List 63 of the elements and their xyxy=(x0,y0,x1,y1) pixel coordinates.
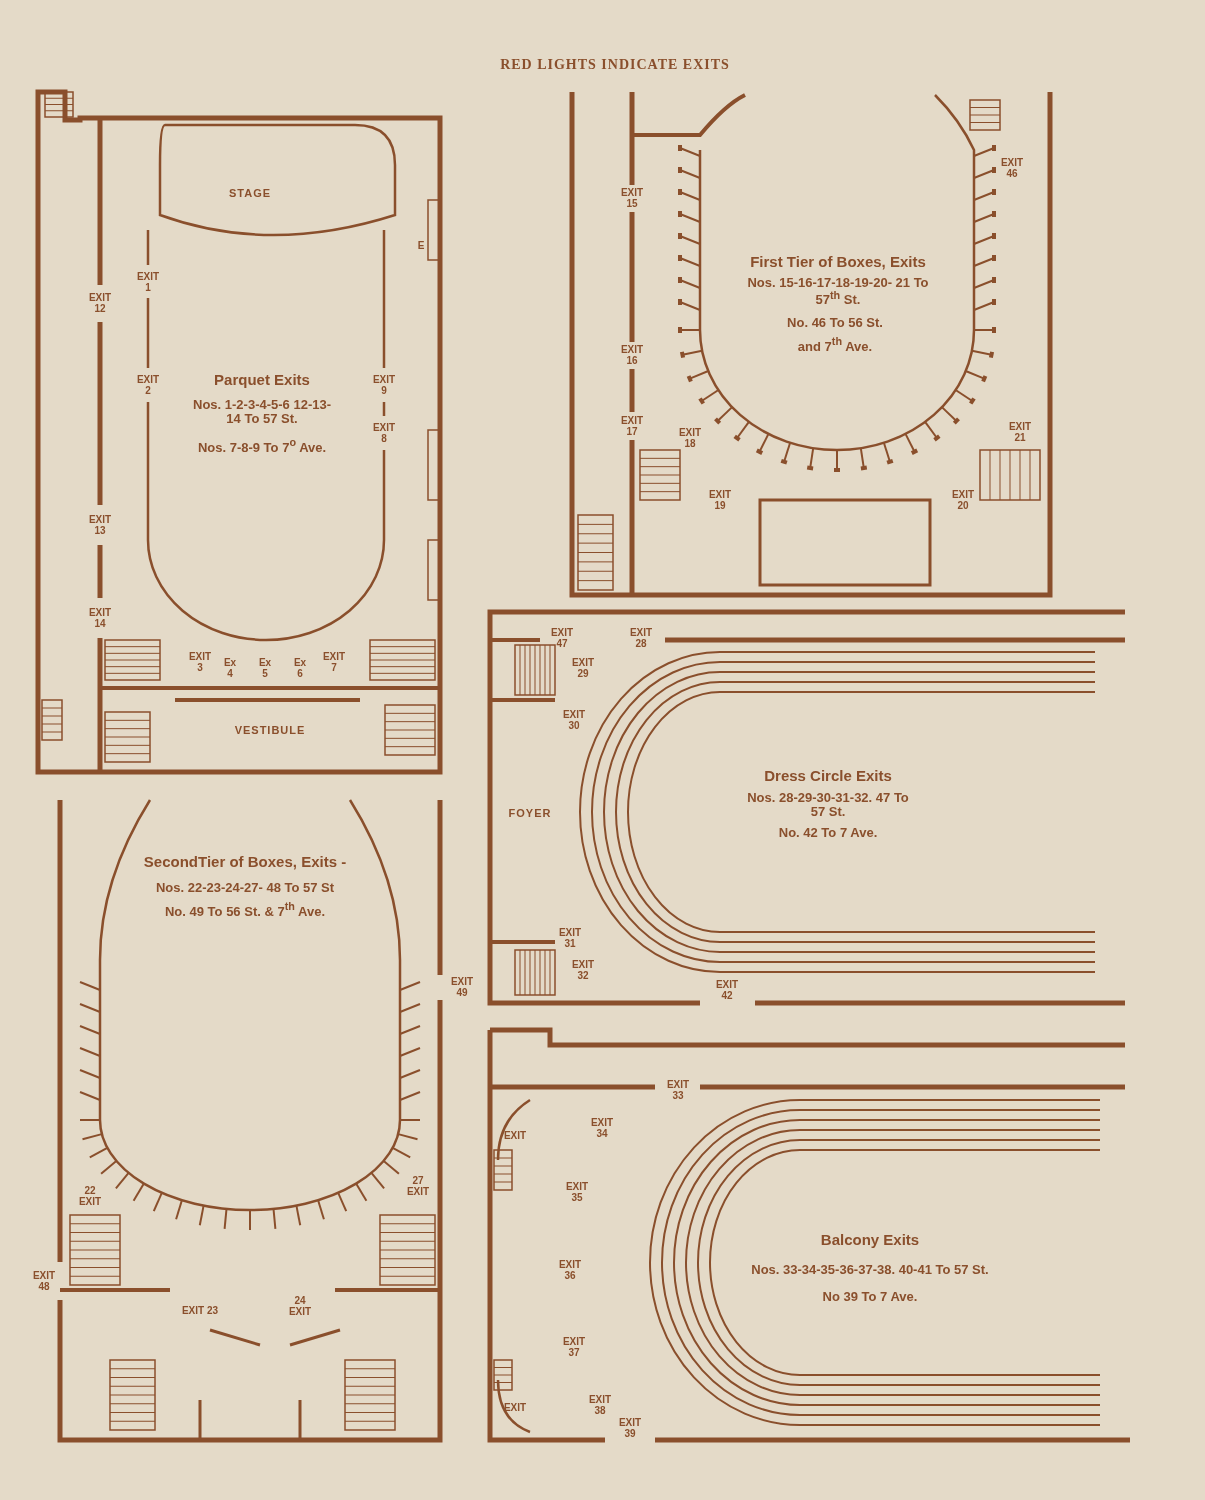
room-label: VESTIBULE xyxy=(234,723,306,737)
exit-label: EXIT 23 xyxy=(181,1304,219,1316)
exit-label: EXIT xyxy=(503,1401,527,1413)
plan-heading: First Tier of Boxes, Exits xyxy=(750,253,926,271)
exit-label: 27 EXIT xyxy=(406,1175,430,1197)
exit-label: EXIT 18 xyxy=(678,427,702,449)
exit-label: EXIT 28 xyxy=(629,627,653,649)
exit-note: Nos. 28-29-30-31-32. 47 To 57 St. xyxy=(746,790,910,820)
exit-label: Ex 4 xyxy=(223,657,237,679)
exit-label: EXIT 21 xyxy=(1008,421,1032,443)
exit-label: E xyxy=(417,239,425,251)
exit-label: EXIT 13 xyxy=(88,514,112,536)
exit-label: EXIT 32 xyxy=(571,959,595,981)
exit-note: No. 46 To 56 St. xyxy=(787,315,883,331)
exit-note: Nos. 22-23-24-27- 48 To 57 St xyxy=(155,880,335,896)
exit-label: Ex 5 xyxy=(258,657,272,679)
exit-label: EXIT 17 xyxy=(620,415,644,437)
exit-label: EXIT 49 xyxy=(450,976,474,998)
exit-label: EXIT 37 xyxy=(562,1336,586,1358)
exit-label: EXIT 12 xyxy=(88,292,112,314)
exit-note: Nos. 7-8-9 To 7$^{o}$ Ave. xyxy=(197,437,327,455)
exit-label: EXIT 33 xyxy=(666,1079,690,1101)
plan-heading: Parquet Exits xyxy=(214,371,310,389)
exit-label: 24 EXIT xyxy=(288,1295,312,1317)
exit-label: EXIT 30 xyxy=(562,709,586,731)
exit-label: EXIT 7 xyxy=(322,651,346,673)
title: RED LIGHTS INDICATE EXITS xyxy=(500,57,730,73)
exit-note: Nos. 33-34-35-36-37-38. 40-41 To 57 St. xyxy=(750,1262,990,1278)
room-label: STAGE xyxy=(228,186,272,200)
exit-note: No. 42 To 7 Ave. xyxy=(778,825,878,841)
exit-label: EXIT 15 xyxy=(620,187,644,209)
plan-heading: Dress Circle Exits xyxy=(764,767,892,785)
exit-label: EXIT 16 xyxy=(620,344,644,366)
exit-label: EXIT 1 xyxy=(136,271,160,293)
exit-label: EXIT 36 xyxy=(558,1259,582,1281)
exit-label: Ex 6 xyxy=(293,657,307,679)
exit-note: No 39 To 7 Ave. xyxy=(822,1289,918,1305)
exit-label: EXIT 2 xyxy=(136,374,160,396)
room-label: FOYER xyxy=(508,806,552,820)
exit-label: EXIT 3 xyxy=(188,651,212,673)
exit-label: EXIT 47 xyxy=(550,627,574,649)
exit-note: Nos. 15-16-17-18-19-20- 21 To 57$^{th}$ St. xyxy=(746,276,930,308)
exit-label: EXIT 48 xyxy=(32,1270,56,1292)
exit-label: 22 EXIT xyxy=(78,1185,102,1207)
exit-label: EXIT 19 xyxy=(708,489,732,511)
exit-label: EXIT 8 xyxy=(372,422,396,444)
plan-heading: Balcony Exits xyxy=(820,1231,920,1249)
exit-label: EXIT 38 xyxy=(588,1394,612,1416)
exit-note: and 7$^{th}$ Ave. xyxy=(797,336,873,354)
exit-label: EXIT 9 xyxy=(372,374,396,396)
exit-label: EXIT 39 xyxy=(618,1417,642,1439)
exit-label: EXIT 42 xyxy=(715,979,739,1001)
exit-note: No. 49 To 56 St. & 7$^{th}$ Ave. xyxy=(165,901,325,919)
exit-label: EXIT 34 xyxy=(590,1117,614,1139)
exit-label: EXIT 31 xyxy=(558,927,582,949)
exit-label: EXIT 14 xyxy=(88,607,112,629)
exit-label: EXIT xyxy=(503,1129,527,1141)
exit-label: EXIT 29 xyxy=(571,657,595,679)
exit-label: EXIT 46 xyxy=(1000,157,1024,179)
exit-note: Nos. 1-2-3-4-5-6 12-13-14 To 57 St. xyxy=(192,397,332,427)
plan-heading: SecondTier of Boxes, Exits - xyxy=(143,853,347,871)
exit-label: EXIT 20 xyxy=(951,489,975,511)
exit-label: EXIT 35 xyxy=(565,1181,589,1203)
